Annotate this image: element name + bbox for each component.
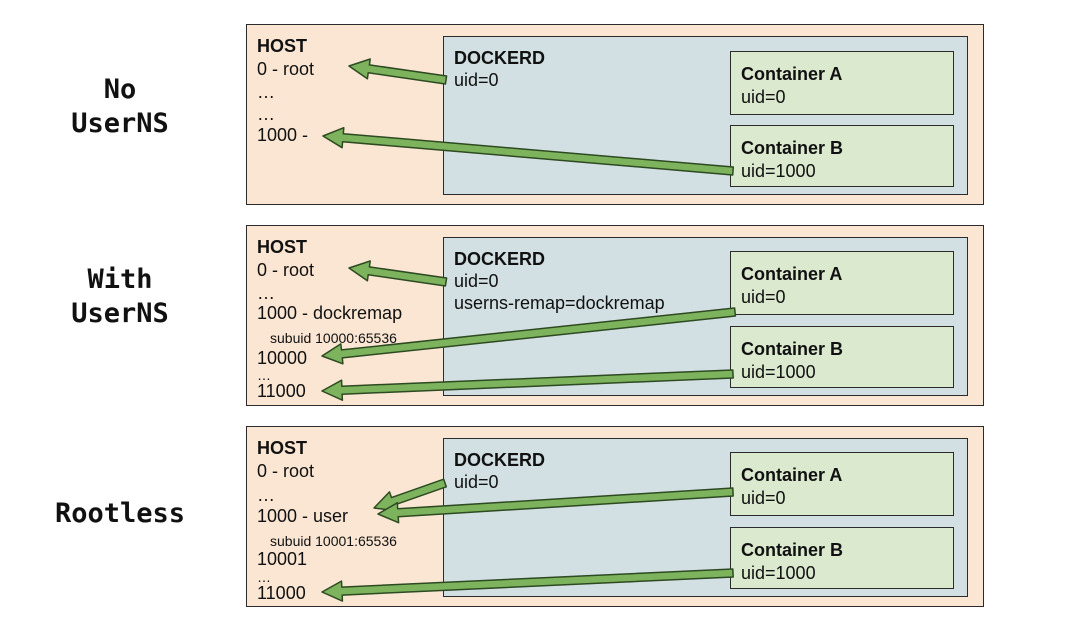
- container-b-title: Container B: [741, 339, 844, 359]
- container-b-box-with-userns: [730, 326, 954, 388]
- host-entry-10001: 10001: [257, 549, 308, 569]
- dockerd-title: DOCKERD: [454, 48, 546, 68]
- row-label-with-userns: With UserNS: [0, 263, 240, 331]
- row-label-line: No: [103, 74, 137, 105]
- host-entry-ellipsis: …: [257, 367, 271, 383]
- container-b-box-rootless: [730, 527, 954, 589]
- row-label-rootless: Rootless: [0, 497, 240, 531]
- host-entry-user: 1000 - user: [257, 506, 349, 526]
- container-a-box-rootless: [730, 452, 954, 516]
- host-entry-11000: 11000: [257, 381, 306, 401]
- host-title: HOST: [257, 36, 308, 56]
- container-a-uid: uid=0: [741, 488, 786, 508]
- host-entry-10000: 10000: [257, 348, 308, 368]
- container-a-uid: uid=0: [741, 87, 786, 107]
- host-entry-1000: 1000 -: [257, 125, 309, 145]
- dockerd-title: DOCKERD: [454, 249, 546, 269]
- container-b-title: Container B: [741, 540, 844, 560]
- host-entry-ellipsis: …: [257, 283, 275, 303]
- container-a-title: Container A: [741, 64, 843, 84]
- host-entry-ellipsis: …: [257, 104, 275, 124]
- host-entry-11000: 11000: [257, 583, 306, 603]
- container-a-box-with-userns: [730, 251, 954, 315]
- container-b-title: Container B: [741, 138, 844, 158]
- row-label-line: Rootless: [54, 498, 186, 529]
- container-a-uid: uid=0: [741, 287, 786, 307]
- host-entry-subuid: subuid 10001:65536: [270, 533, 397, 549]
- container-b-box-no-userns: [730, 125, 954, 187]
- row-label-line: With: [87, 264, 153, 295]
- host-entry-subuid: subuid 10000:65536: [270, 330, 397, 346]
- container-a-title: Container A: [741, 465, 843, 485]
- row-label-no-userns: No UserNS: [0, 73, 240, 141]
- container-b-uid: uid=1000: [741, 362, 816, 382]
- row-label-line: UserNS: [71, 108, 169, 139]
- container-b-uid: uid=1000: [741, 161, 816, 181]
- container-a-title: Container A: [741, 264, 843, 284]
- host-title: HOST: [257, 237, 308, 257]
- host-entry-ellipsis: …: [257, 485, 275, 505]
- container-b-uid: uid=1000: [741, 563, 816, 583]
- host-title: HOST: [257, 438, 308, 458]
- host-entry-root: 0 - root: [257, 260, 315, 280]
- host-entry-dockremap: 1000 - dockremap: [257, 303, 403, 323]
- dockerd-userns-remap: userns-remap=dockremap: [454, 293, 665, 313]
- dockerd-uid: uid=0: [454, 70, 499, 90]
- host-entry-root: 0 - root: [257, 461, 315, 481]
- host-entry-ellipsis: …: [257, 82, 275, 102]
- container-a-box-no-userns: [730, 51, 954, 115]
- row-label-line: UserNS: [71, 298, 169, 329]
- host-entry-root: 0 - root: [257, 59, 315, 79]
- host-entry-ellipsis: …: [257, 569, 271, 585]
- dockerd-uid: uid=0: [454, 271, 499, 291]
- dockerd-uid: uid=0: [454, 472, 499, 492]
- dockerd-title: DOCKERD: [454, 450, 546, 470]
